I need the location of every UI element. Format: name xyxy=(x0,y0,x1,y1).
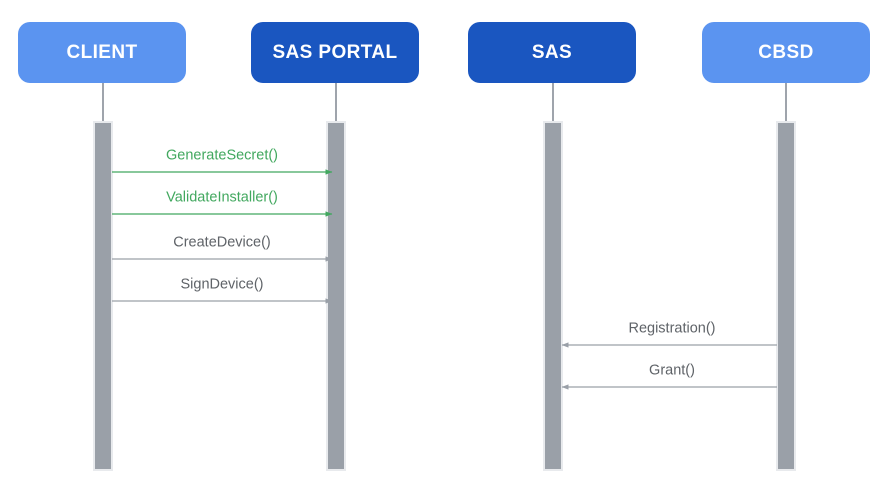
message-label-validate-installer: ValidateInstaller() xyxy=(166,189,278,206)
message-label-sign-device: SignDevice() xyxy=(180,276,264,293)
message-label-grant: Grant() xyxy=(649,362,695,379)
lifelines-group xyxy=(102,83,787,128)
message-arrows-group xyxy=(112,169,777,390)
participant-label-client: CLIENT xyxy=(66,42,138,63)
message-label-create-device: CreateDevice() xyxy=(173,234,271,251)
activation-bars-group xyxy=(93,121,796,471)
participant-label-cbsd: CBSD xyxy=(758,42,814,63)
activation-bar-sas-portal xyxy=(326,121,346,471)
participant-label-sas-portal: SAS PORTAL xyxy=(272,42,398,63)
participant-box-sas[interactable]: SAS xyxy=(468,22,636,83)
message-label-registration: Registration() xyxy=(628,320,716,337)
participant-box-client[interactable]: CLIENT xyxy=(18,22,186,83)
participant-box-cbsd[interactable]: CBSD xyxy=(702,22,870,83)
activation-bar-cbsd xyxy=(776,121,796,471)
activation-bar-client xyxy=(93,121,113,471)
participant-box-sas-portal[interactable]: SAS PORTAL xyxy=(251,22,419,83)
participant-label-sas: SAS xyxy=(531,42,573,63)
activation-bar-sas xyxy=(543,121,563,471)
message-label-generate-secret: GenerateSecret() xyxy=(165,147,279,164)
